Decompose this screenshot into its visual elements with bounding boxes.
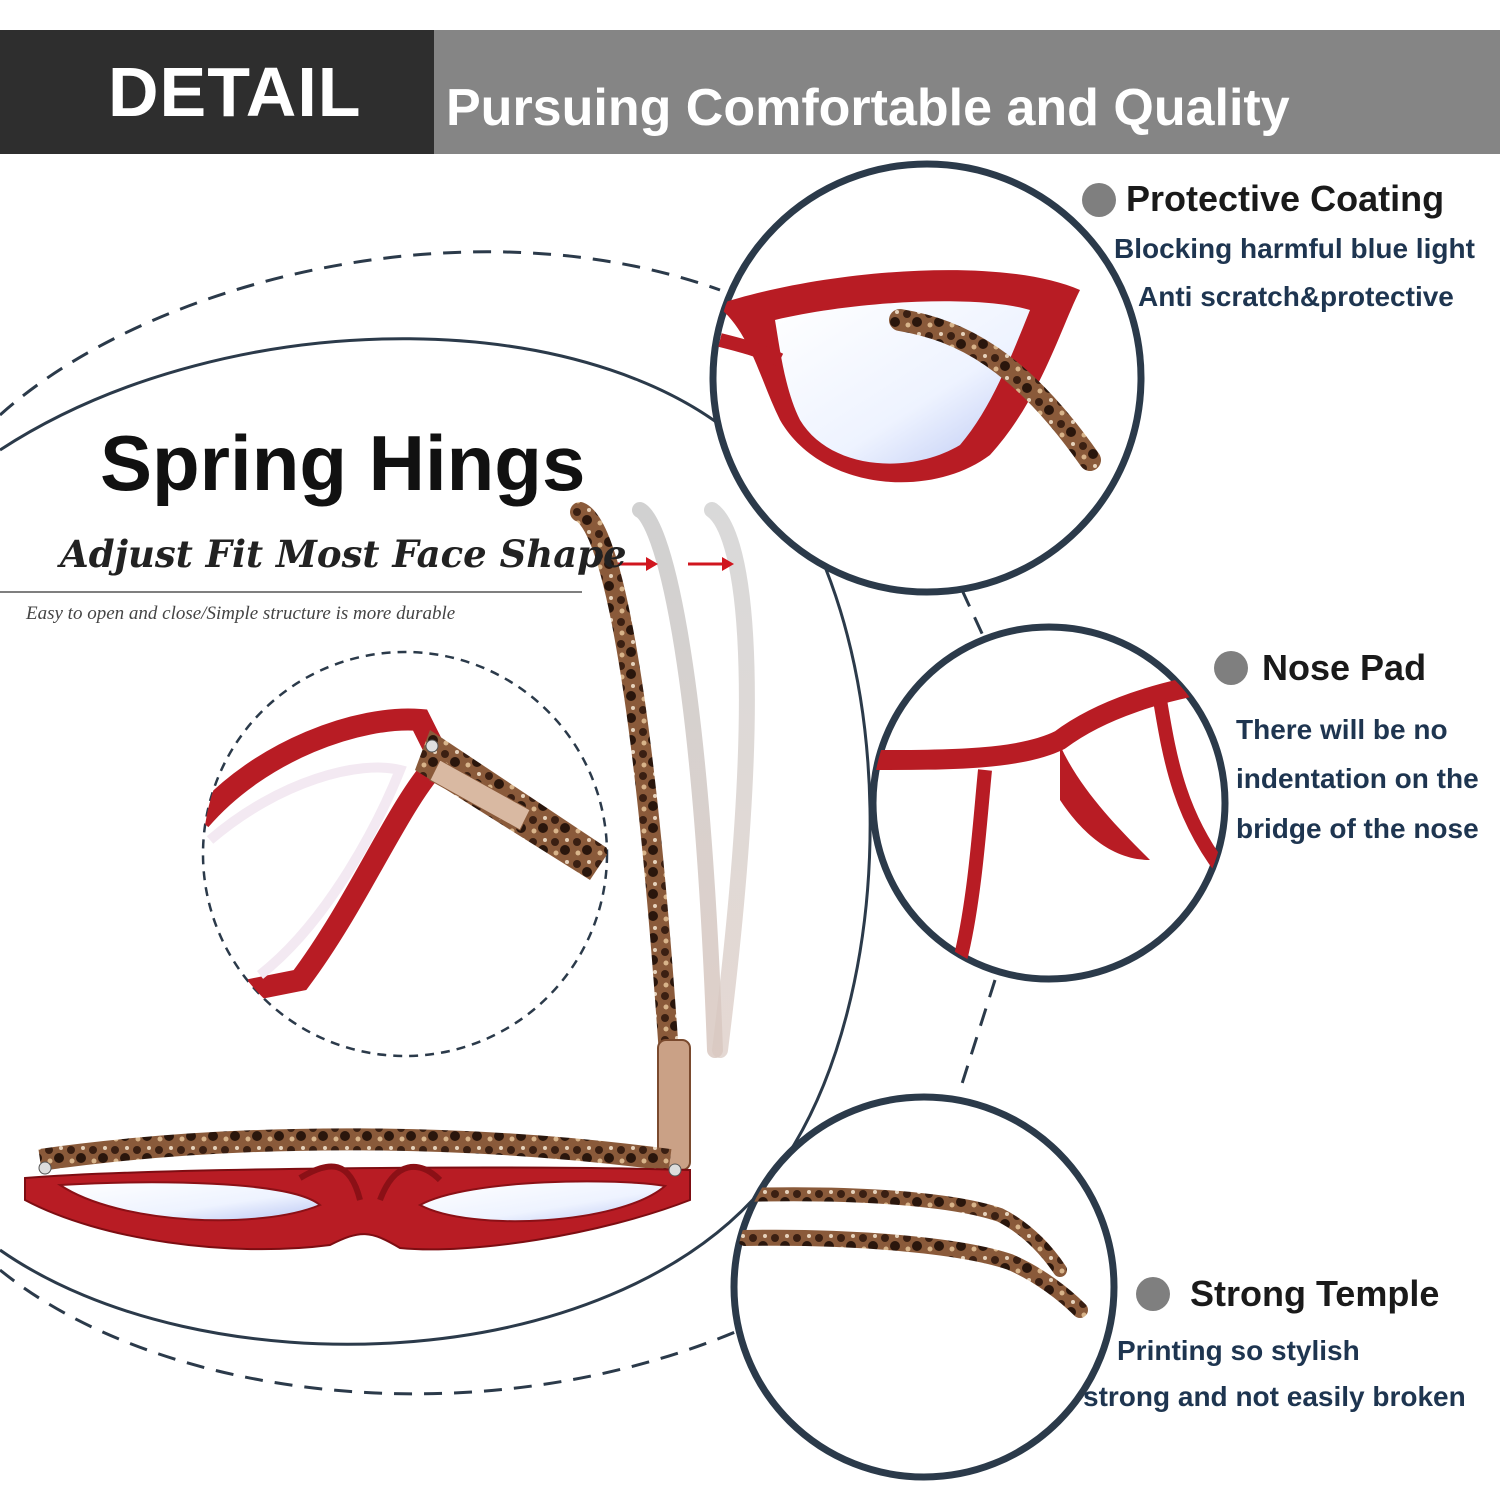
ghost-temple-2 (704, 502, 755, 1058)
hinge-caption: Easy to open and close/Simple structure … (26, 603, 456, 624)
header-title: DETAIL (108, 53, 362, 131)
outer-dashed-arc-bottom (0, 1268, 741, 1396)
screw (38, 1161, 52, 1175)
main-solid-arc (0, 337, 872, 1346)
feature-title-coating: Protective Coating (1126, 178, 1445, 219)
header-subtitle: Pursuing Comfortable and Quality (446, 79, 1290, 137)
temple-detail-content (734, 1187, 1088, 1318)
feature-line: Blocking harmful blue light (1114, 233, 1475, 264)
header-dark-band (0, 30, 434, 154)
coating-detail-content (716, 270, 1101, 483)
feature-line: indentation on the (1236, 763, 1479, 794)
feature-bullet (1136, 1277, 1170, 1311)
feature-bullet (1214, 651, 1248, 685)
hinge-detail-content (203, 708, 607, 1001)
ghost-temple-1 (632, 502, 723, 1058)
screw (668, 1163, 682, 1177)
hinge-subtitle: Adjust Fit Most Face Shape (60, 532, 627, 576)
dashed-connector (958, 589, 997, 1091)
open-temple-tortoise (570, 502, 682, 1110)
nosepad-detail-circle (869, 623, 1229, 983)
feature-title-nosepad: Nose Pad (1262, 647, 1427, 688)
nosepad-detail-content (873, 670, 1225, 962)
nose-bridge (298, 1163, 443, 1202)
folded-temple (38, 1128, 672, 1171)
feature-line: strong and not easily broken (1083, 1381, 1466, 1412)
header-gray-band (434, 30, 1500, 154)
outer-dashed-arc (0, 250, 721, 417)
feature-bullet (1082, 183, 1116, 217)
feature-line: bridge of the nose (1236, 813, 1479, 844)
hinge-title: Spring Hings (100, 419, 586, 507)
feature-line: Anti scratch&protective (1138, 281, 1454, 312)
lens-left (56, 1181, 322, 1222)
lens-right (417, 1180, 668, 1223)
feature-line: Printing so stylish (1117, 1335, 1360, 1366)
feature-line: There will be no (1236, 714, 1448, 745)
feature-title-temple: Strong Temple (1190, 1273, 1440, 1314)
